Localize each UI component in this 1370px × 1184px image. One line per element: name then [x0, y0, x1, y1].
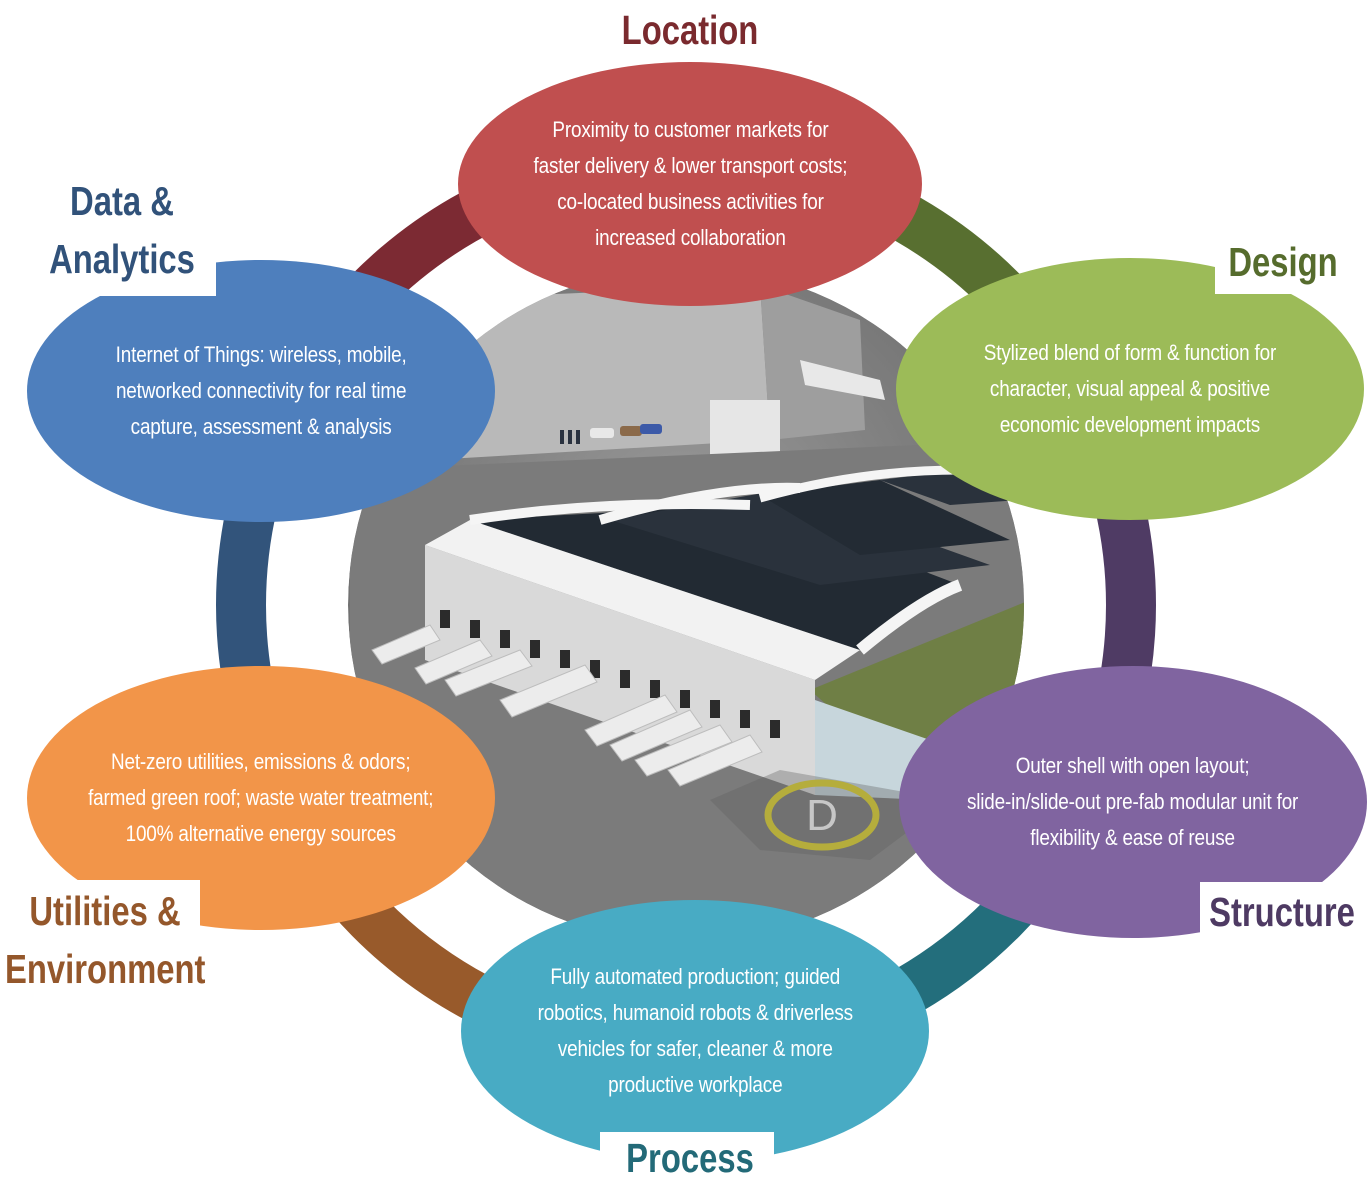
data-oval: Internet of Things: wireless, mobile, ne… — [27, 260, 495, 522]
utilities-title-line: Utilities & — [29, 888, 181, 934]
location-title: Location — [580, 4, 801, 56]
location-description: Proximity to customer markets for faster… — [533, 112, 847, 256]
structure-oval: Outer shell with open layout; slide-in/s… — [899, 666, 1367, 938]
utilities-title-line: Environment — [5, 946, 206, 992]
process-line: Fully automated production; guided — [550, 964, 840, 989]
process-description: Fully automated production; guided robot… — [537, 959, 852, 1103]
process-title-line: Process — [626, 1135, 754, 1181]
structure-line: Outer shell with open layout; — [1016, 753, 1250, 778]
location-line: co-located business activities for — [556, 189, 824, 214]
data-title-tab — [40, 170, 216, 296]
process-title: Process — [580, 1132, 801, 1184]
structure-title-line: Structure — [1209, 889, 1355, 935]
design-description: Stylized blend of form & function for ch… — [984, 335, 1276, 443]
process-title-tab — [600, 1132, 774, 1178]
warehouse-aerial-render-icon: D — [348, 267, 1024, 943]
design-title: Design — [1191, 236, 1370, 288]
process-oval: Fully automated production; guided robot… — [461, 900, 929, 1162]
structure-line: slide-in/slide-out pre-fab modular unit … — [967, 789, 1299, 814]
data-description: Internet of Things: wireless, mobile, ne… — [116, 337, 407, 445]
utilities-description: Net-zero utilities, emissions & odors; f… — [88, 744, 433, 852]
structure-line: flexibility & ease of reuse — [1030, 825, 1236, 850]
utilities-title: Utilities & Environment — [5, 882, 205, 998]
data-line: Internet of Things: wireless, mobile, — [115, 342, 407, 367]
process-line: productive workplace — [607, 1072, 783, 1097]
design-line: Stylized blend of form & function for — [983, 340, 1277, 365]
structure-title: Structure — [1178, 886, 1370, 938]
utilities-title-tab — [0, 880, 200, 1000]
data-title-line: Analytics — [49, 236, 195, 282]
structure-title-tab — [1200, 882, 1366, 942]
location-oval: Proximity to customer markets for faster… — [458, 62, 922, 306]
data-line: networked connectivity for real time — [115, 378, 407, 403]
data-line: capture, assessment & analysis — [130, 414, 392, 439]
utilities-line: 100% alternative energy sources — [125, 821, 397, 846]
design-title-line: Design — [1228, 239, 1338, 285]
design-line: character, visual appeal & positive — [989, 376, 1271, 401]
process-line: robotics, humanoid robots & driverless — [537, 1000, 853, 1025]
data-title: Data & Analytics — [26, 172, 218, 288]
location-line: faster delivery & lower transport costs; — [533, 153, 847, 178]
data-title-line: Data & — [70, 178, 174, 224]
design-line: economic development impacts — [999, 412, 1261, 437]
design-oval: Stylized blend of form & function for ch… — [896, 258, 1364, 520]
location-line: Proximity to customer markets for — [551, 117, 829, 142]
location-title-line: Location — [621, 7, 759, 53]
utilities-line: farmed green roof; waste water treatment… — [88, 785, 434, 810]
svg-text:D: D — [806, 791, 838, 840]
location-title-tab — [607, 0, 773, 60]
process-line: vehicles for safer, cleaner & more — [557, 1036, 833, 1061]
structure-description: Outer shell with open layout; slide-in/s… — [967, 748, 1298, 856]
utilities-line: Net-zero utilities, emissions & odors; — [111, 749, 411, 774]
location-line: increased collaboration — [594, 225, 786, 250]
design-title-tab — [1215, 230, 1365, 294]
